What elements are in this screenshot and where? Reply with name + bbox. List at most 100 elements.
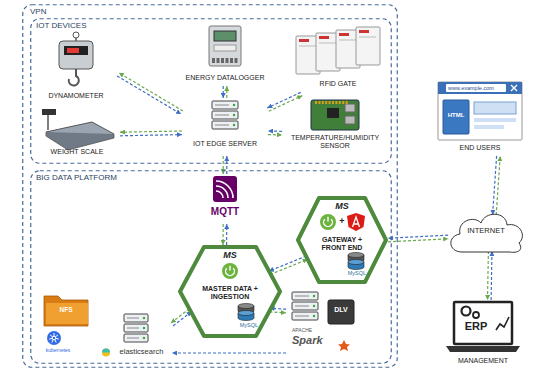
node-label: INTERNET (445, 227, 527, 236)
drawing-part (319, 36, 329, 39)
drawing-part (335, 101, 337, 104)
drawing-part (216, 191, 223, 198)
drawing-part (327, 217, 328, 222)
node-label: MANAGEMENT (439, 357, 527, 365)
drawing-part (496, 156, 500, 215)
drawing-part (315, 101, 317, 104)
drawing-part (298, 198, 386, 282)
drawing-part (44, 296, 88, 326)
drawing-part (229, 266, 230, 271)
drawing-part (295, 296, 309, 297)
node-label: RFID GATE (291, 80, 385, 88)
pi-drawing (282, 96, 388, 160)
drawing-part (311, 100, 359, 130)
drawing-part (443, 100, 469, 134)
drawing-part (124, 314, 148, 322)
drawing-part (238, 304, 254, 309)
node-label: TEMPERATURE/HUMIDITY SENSOR (283, 134, 387, 150)
node-label: www.example.com (448, 85, 504, 91)
drawing-part (52, 336, 56, 340)
node-label: MQTT (201, 206, 249, 218)
datalogger-device: ENERGY DATALOGGER (175, 24, 275, 86)
drawing-part (102, 349, 110, 357)
node-label: + (334, 216, 350, 226)
node-label: MS (297, 201, 387, 211)
drawing-part (102, 349, 110, 353)
drawing-part (127, 328, 139, 329)
drawing-part (322, 101, 324, 104)
drawing-part (226, 224, 227, 245)
drawing-part (226, 156, 227, 174)
drawing-part (473, 312, 479, 318)
drawing-part (295, 316, 309, 317)
drawing-part (46, 303, 88, 324)
drawing-part (318, 101, 320, 104)
drawing-part (462, 307, 471, 316)
drawing-part (222, 263, 238, 279)
drawing-part (388, 235, 448, 238)
drawing-part (359, 37, 376, 38)
drawing-part (292, 302, 318, 310)
drawing-part (117, 76, 181, 114)
drawing-part (292, 312, 318, 320)
drawing-part (47, 331, 61, 345)
drawing-part (327, 108, 339, 118)
drawing-part (269, 96, 303, 112)
drawing-part (339, 40, 356, 41)
drawing-part (42, 109, 56, 115)
node-label: IOT EDGE SERVER (183, 140, 267, 148)
drawing-part (222, 224, 223, 245)
drawing-part (127, 318, 139, 319)
drawing-part (230, 58, 233, 63)
spark-cluster: APACHESparkDLV (286, 290, 362, 360)
drawing-part (345, 116, 355, 124)
drawing-part (235, 58, 238, 63)
drawing-part (474, 125, 504, 129)
node-label: ENERGY DATALOGGER (176, 74, 274, 82)
drawing-part (345, 104, 355, 112)
drawing-part (238, 311, 254, 316)
drawing-part (320, 214, 336, 230)
drawing-part (329, 101, 331, 104)
node-label: ERP (460, 320, 492, 333)
drawing-part (217, 58, 220, 63)
drawing-part (346, 101, 348, 104)
drawing-part (215, 125, 229, 126)
drawing-part (328, 300, 354, 324)
node-label: VPN (30, 7, 397, 16)
drawing-part (332, 101, 334, 104)
drawing-part (212, 111, 238, 119)
microservice-hexagon: MSMASTER DATA + INGESTIONMySQL (178, 245, 282, 338)
drawing-part (59, 41, 93, 69)
node-label: NFS (50, 306, 82, 313)
node-label: WEIGHT SCALE (35, 148, 119, 156)
drawing-part (269, 311, 285, 313)
drawing-part (438, 82, 522, 94)
drawing-part (493, 156, 497, 215)
drawing-part (269, 256, 307, 271)
drawing-part (438, 82, 522, 140)
node-label: Spark (292, 334, 361, 347)
drawing-part (223, 86, 224, 98)
drawing-part (67, 48, 79, 53)
server-drawing (182, 98, 268, 156)
drawing-part (356, 27, 380, 65)
drawing-part (267, 92, 301, 108)
node-label: END USERS (435, 144, 525, 152)
drawing-part (221, 58, 224, 63)
data-flow-connector (267, 92, 302, 111)
drawing-part (359, 30, 369, 33)
drawing-part (64, 46, 88, 55)
drawing-part (496, 317, 509, 330)
spark-drawing (286, 290, 362, 360)
drawing-part (73, 32, 79, 38)
erp-management: ERP MANAGEMENT (438, 300, 528, 370)
drawing-part (69, 69, 79, 85)
drawing-part (120, 135, 182, 136)
drawing-part (173, 312, 191, 326)
data-flow-connector (120, 131, 182, 136)
drawing-part (348, 253, 364, 258)
drawing-part (212, 58, 215, 63)
drawing-part (226, 86, 227, 98)
